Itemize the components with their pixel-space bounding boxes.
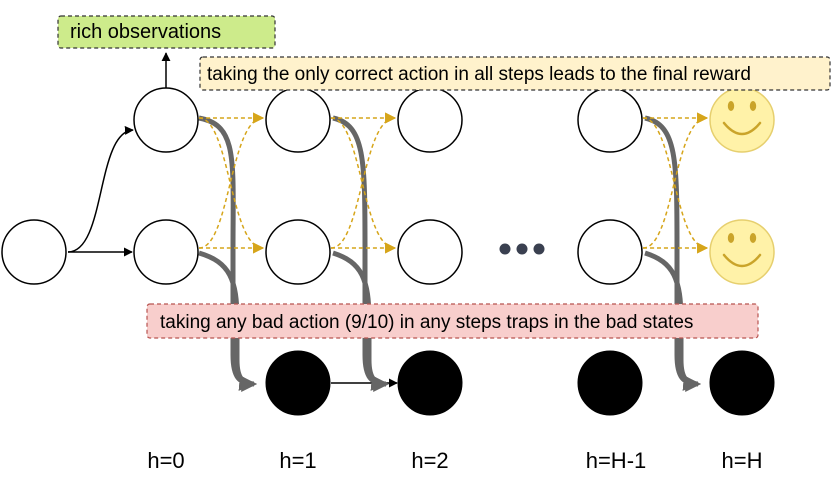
bad-states (265, 350, 775, 416)
ellipsis-dot-2 (516, 243, 528, 255)
correct-path-box: taking the only correct action in all st… (199, 56, 831, 91)
step-label-hh1: h=H-1 (586, 448, 647, 473)
state-hh1-mid (577, 219, 643, 285)
state-h2-top (397, 87, 463, 153)
bad-state-h2 (397, 350, 463, 416)
bad-arrow-hh1-top (644, 115, 700, 391)
state-h1-mid (265, 219, 331, 285)
ellipsis-dots (499, 243, 545, 255)
state-hh1-top (577, 87, 643, 153)
step-label-hh: h=H (722, 448, 763, 473)
bad-state-hh (709, 350, 775, 416)
step-labels: h=0 h=1 h=2 h=H-1 h=H (147, 448, 762, 473)
step-label-h2: h=2 (411, 448, 448, 473)
ellipsis-dot-1 (499, 243, 511, 255)
bad-path-label: taking any bad action (9/10) in any step… (160, 312, 693, 333)
state-h0-top (133, 87, 199, 153)
bad-arrow-h1-top (332, 115, 388, 391)
start-to-top-arrow (67, 125, 134, 253)
state-nodes (1, 87, 643, 285)
step-label-h1: h=1 (279, 448, 316, 473)
bad-arrow-h0-top (198, 115, 256, 391)
start-state (1, 219, 67, 285)
bad-path-box: taking any bad action (9/10) in any step… (146, 303, 759, 339)
step-label-h0: h=0 (147, 448, 184, 473)
rich-observations-label: rich observations (70, 21, 221, 43)
state-h1-top (265, 87, 331, 153)
smiley-face-icon (709, 87, 775, 153)
rich-observations-box: rich observations (57, 15, 276, 49)
bad-state-h1 (265, 350, 331, 416)
ellipsis-dot-3 (533, 243, 545, 255)
state-h0-mid (133, 219, 199, 285)
state-h2-mid (397, 219, 463, 285)
correct-path-label: taking the only correct action in all st… (207, 64, 751, 85)
smiley-face-icon (709, 219, 775, 285)
bad-state-hh1 (577, 350, 643, 416)
